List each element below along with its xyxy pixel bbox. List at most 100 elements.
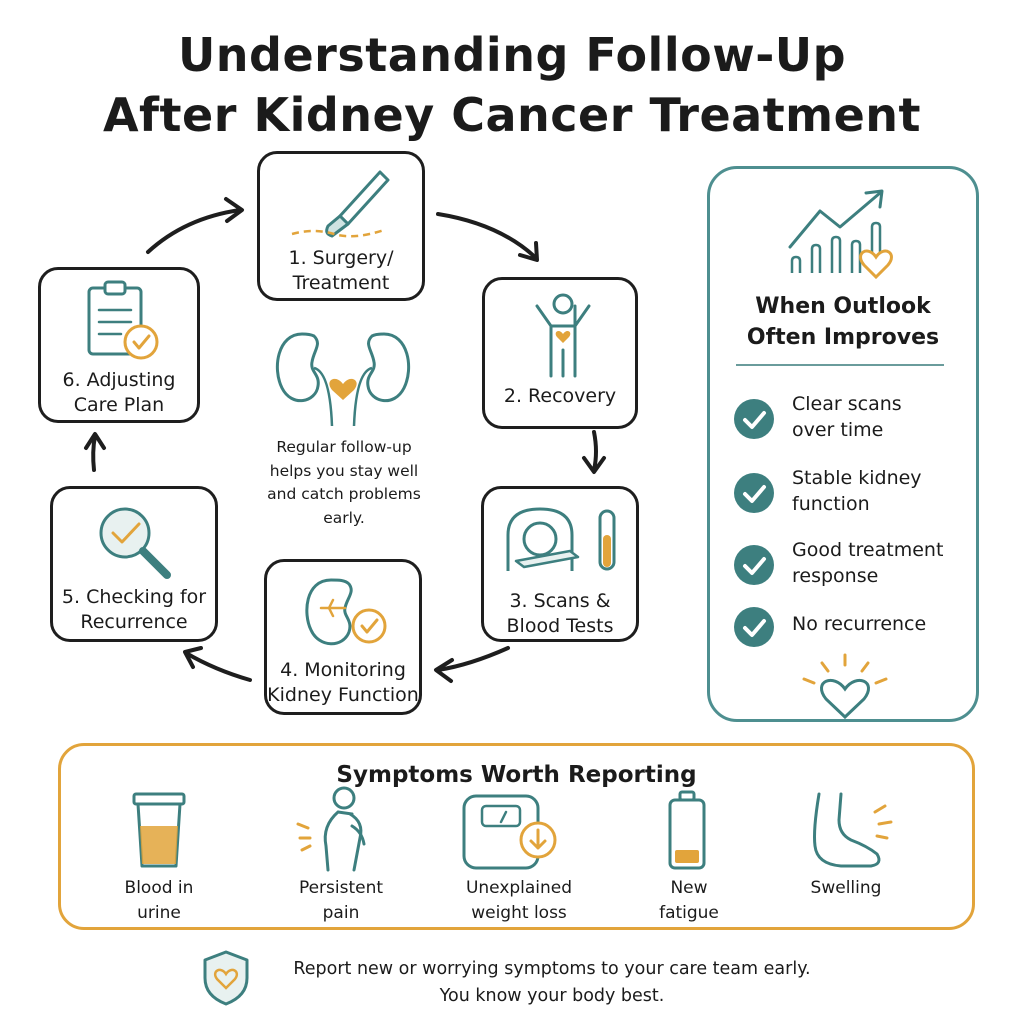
footer-line-1: Report new or worrying symptoms to your … (293, 959, 811, 979)
center-message-line-4: early. (323, 508, 365, 527)
outlook-title-line-1: When Outlook (755, 294, 931, 319)
check-circle-icon (734, 399, 774, 439)
center-message-line-1: Regular follow-up (276, 438, 412, 456)
center-message-line-3: and catch problems (267, 485, 421, 503)
step-1-label-line-2: Treatment (292, 272, 390, 294)
outlook-item-line-2: response (792, 565, 879, 587)
page-title-line-1: Understanding Follow-Up (177, 28, 847, 82)
symptom-label-line-2: fatigue (659, 903, 719, 923)
symptom-label-line-1: Unexplained (465, 878, 573, 898)
step-surgery-treatment: 1. Surgery/ Treatment (257, 151, 425, 301)
outlook-item-line-1: Clear scans (792, 393, 902, 415)
urine-cup-icon (132, 792, 186, 868)
step-2-label: 2. Recovery (503, 385, 617, 407)
symptom-label: Unexplained weight loss (434, 876, 604, 926)
low-battery-icon (668, 790, 706, 870)
kidney-check-icon (305, 578, 387, 646)
arrow-4-to-5 (184, 651, 252, 682)
symptom-item: Persistent pain (256, 786, 426, 930)
symptom-item: Swelling (761, 790, 931, 930)
arrow-2-to-3 (592, 430, 598, 472)
outlook-item-text: Stable kidney function (792, 465, 922, 517)
step-6-label-line-2: Care Plan (73, 394, 165, 416)
outlook-item-line-1: No recurrence (792, 613, 927, 635)
outlook-item-text: Good treatment response (792, 537, 943, 589)
scale-down-icon (462, 794, 557, 870)
outlook-item: Good treatment response (734, 537, 964, 597)
shield-heart-icon (203, 950, 249, 1006)
step-5-label-line-1: 5. Checking for (61, 586, 207, 608)
symptoms-panel: Symptoms Worth Reporting Blood in urine … (58, 743, 975, 930)
symptom-label-line-1: New (670, 878, 708, 898)
step-3-label-line-2: Blood Tests (506, 615, 614, 637)
step-adjusting-care-plan: 6. Adjusting Care Plan (38, 267, 200, 423)
outlook-panel: When Outlook Often Improves Clear scans … (707, 166, 979, 722)
rising-chart-heart-icon (788, 189, 893, 280)
step-scans-blood-tests: 3. Scans & Blood Tests (481, 486, 639, 642)
center-message: Regular follow-up helps you stay well an… (258, 436, 430, 530)
arrow-5-to-6 (91, 434, 97, 472)
outlook-item-text: Clear scans over time (792, 391, 902, 443)
outlook-item-line-1: Stable kidney (792, 467, 922, 489)
step-6-label-line-1: 6. Adjusting (62, 369, 176, 391)
kidneys-heart-icon (275, 332, 411, 427)
arrow-6-to-1-head (224, 197, 244, 223)
center-message-line-2: helps you stay well (269, 461, 419, 480)
outlook-item-text: No recurrence (792, 611, 926, 637)
glowing-heart-icon (802, 653, 888, 720)
swollen-foot-icon (813, 792, 893, 868)
outlook-item-line-2: function (792, 493, 870, 515)
arrow-1-to-2 (436, 212, 538, 260)
check-circle-icon (734, 607, 774, 647)
step-monitoring-kidney-function: 4. Monitoring Kidney Function (264, 559, 422, 715)
arrow-5-to-6-head (84, 432, 106, 450)
outlook-item: Stable kidney function (734, 465, 964, 525)
symptom-label-line-2: weight loss (471, 903, 567, 923)
outlook-item-line-1: Good treatment (792, 539, 944, 561)
arrow-3-to-4-head (434, 658, 454, 683)
outlook-item: Clear scans over time (734, 391, 964, 451)
check-circle-icon (734, 545, 774, 585)
person-heart-icon (535, 293, 591, 378)
symptom-label-line-1: Blood in (124, 878, 194, 898)
clipboard-check-icon (87, 280, 159, 360)
symptom-label-line-1: Swelling (810, 878, 882, 898)
step-recovery: 2. Recovery (482, 277, 638, 429)
magnifier-check-icon (99, 507, 171, 579)
symptom-label-line-1: Persistent (298, 878, 384, 898)
symptom-label: Blood in urine (74, 876, 244, 926)
page-title-line-2: After Kidney Cancer Treatment (102, 88, 922, 142)
arrow-1-to-2-head (518, 241, 539, 262)
symptom-label: Persistent pain (256, 876, 426, 926)
symptoms-title: Symptoms Worth Reporting (336, 762, 697, 788)
step-checking-recurrence: 5. Checking for Recurrence (50, 486, 218, 642)
symptom-label: New fatigue (604, 876, 774, 926)
step-5-label-line-2: Recurrence (80, 611, 188, 633)
scalpel-icon (291, 170, 390, 238)
outlook-divider (736, 364, 944, 366)
symptom-label-line-2: pain (322, 903, 360, 923)
symptom-label-line-2: urine (137, 903, 181, 923)
arrow-6-to-1 (146, 208, 242, 254)
check-circle-icon (734, 473, 774, 513)
outlook-title: When Outlook Often Improves (710, 291, 976, 353)
arrow-4-to-5-head (183, 646, 203, 669)
outlook-item: No recurrence (734, 599, 964, 659)
outlook-title-line-2: Often Improves (746, 325, 940, 350)
arrow-2-to-3-head (582, 456, 606, 474)
step-3-label-line-1: 3. Scans & (509, 590, 611, 612)
step-1-label-line-1: 1. Surgery/ (288, 247, 394, 269)
footer-message: Report new or worrying symptoms to your … (262, 956, 842, 1010)
arrow-3-to-4 (436, 646, 510, 672)
outlook-item-line-2: over time (792, 419, 884, 441)
symptom-item: New fatigue (604, 790, 774, 930)
symptom-item: Blood in urine (74, 790, 244, 930)
footer-line-2: You know your body best. (439, 986, 665, 1006)
step-4-label-line-1: 4. Monitoring (280, 659, 406, 681)
scanner-test-tube-icon (506, 507, 616, 571)
symptom-item: Unexplained weight loss (434, 790, 604, 930)
back-pain-icon (296, 786, 366, 872)
step-4-label-line-2: Kidney Function (267, 684, 419, 706)
symptom-label: Swelling (761, 876, 931, 901)
